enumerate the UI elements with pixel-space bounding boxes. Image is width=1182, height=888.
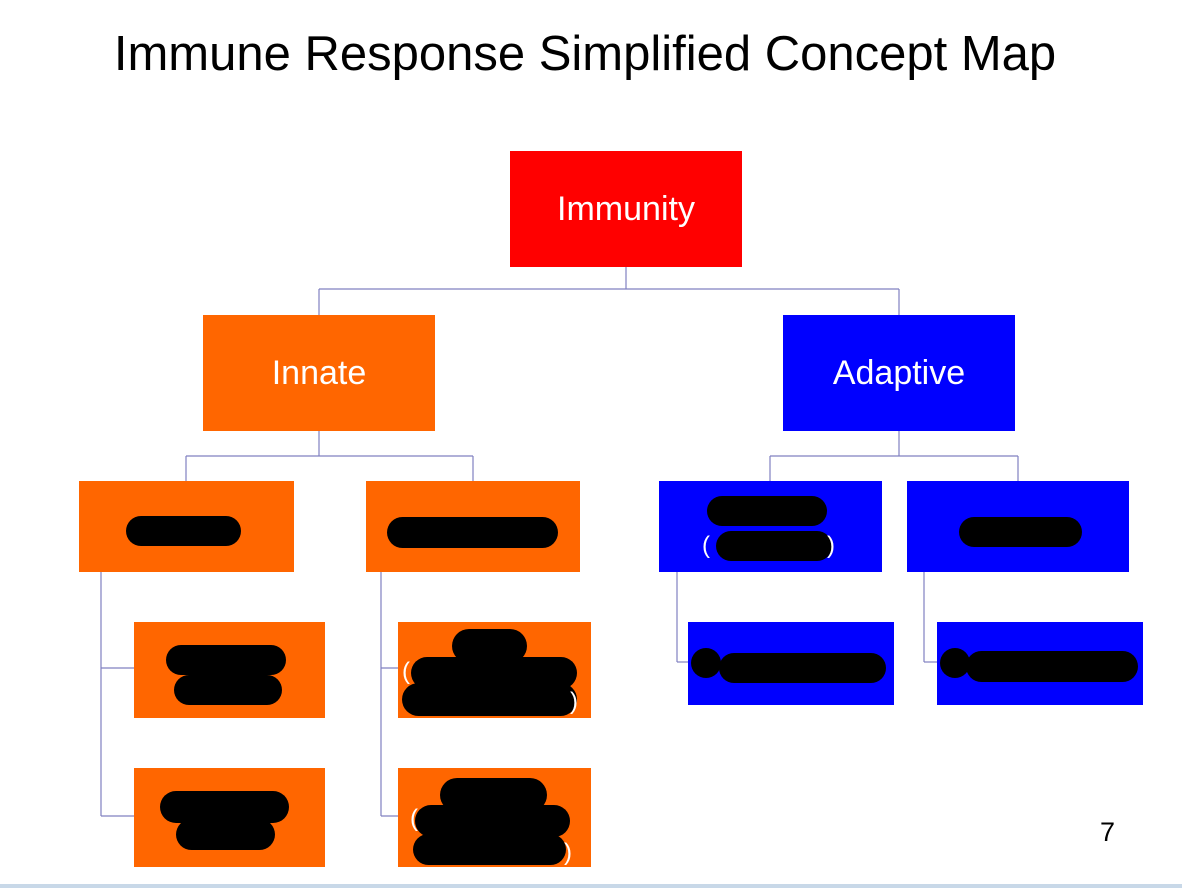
- node-immunity: Immunity: [510, 151, 742, 267]
- node-adaptive-child-1: ( ): [659, 481, 882, 572]
- node-adaptive-child-2-sub-1: [937, 622, 1143, 705]
- node-immunity-label: Immunity: [557, 189, 695, 228]
- paren-open: (: [410, 805, 418, 832]
- paren-open: (: [702, 532, 710, 559]
- node-adaptive: Adaptive: [783, 315, 1015, 431]
- node-innate: Innate: [203, 315, 435, 431]
- bullet-dot: [940, 648, 970, 678]
- redacted-label: [716, 531, 832, 561]
- redacted-label: [402, 683, 577, 716]
- node-adaptive-child-2: [907, 481, 1129, 572]
- redacted-label: [719, 653, 886, 683]
- redacted-label: [176, 819, 275, 850]
- node-innate-child-2: [366, 481, 580, 572]
- node-innate-label: Innate: [271, 353, 367, 392]
- paren-close: ): [564, 839, 572, 866]
- node-innate-child-1-sub-2: [134, 768, 325, 867]
- redacted-label: [387, 517, 558, 548]
- redacted-label: [707, 496, 827, 526]
- redacted-label: [959, 517, 1082, 547]
- redacted-label: [966, 651, 1138, 682]
- paren-close: ): [570, 688, 578, 715]
- paren-close: ): [827, 532, 835, 559]
- node-adaptive-child-1-sub-1: [688, 622, 894, 705]
- node-innate-child-1-sub-1: [134, 622, 325, 718]
- redacted-label: [174, 675, 282, 705]
- bottom-rule: [0, 884, 1182, 888]
- redacted-label: [413, 834, 566, 865]
- slide-title: Immune Response Simplified Concept Map: [113, 27, 1057, 81]
- page-number: 7: [1100, 817, 1116, 847]
- node-innate-child-2-sub-2: ( ): [398, 768, 591, 867]
- node-innate-child-1: [79, 481, 294, 572]
- node-adaptive-label: Adaptive: [832, 353, 966, 392]
- node-innate-child-2-sub-1: ( ): [398, 622, 591, 718]
- bullet-dot: [691, 648, 721, 678]
- paren-open: (: [402, 658, 410, 685]
- redacted-label: [160, 791, 289, 823]
- redacted-label: [415, 805, 570, 837]
- redacted-label: [126, 516, 241, 546]
- redacted-label: [166, 645, 286, 675]
